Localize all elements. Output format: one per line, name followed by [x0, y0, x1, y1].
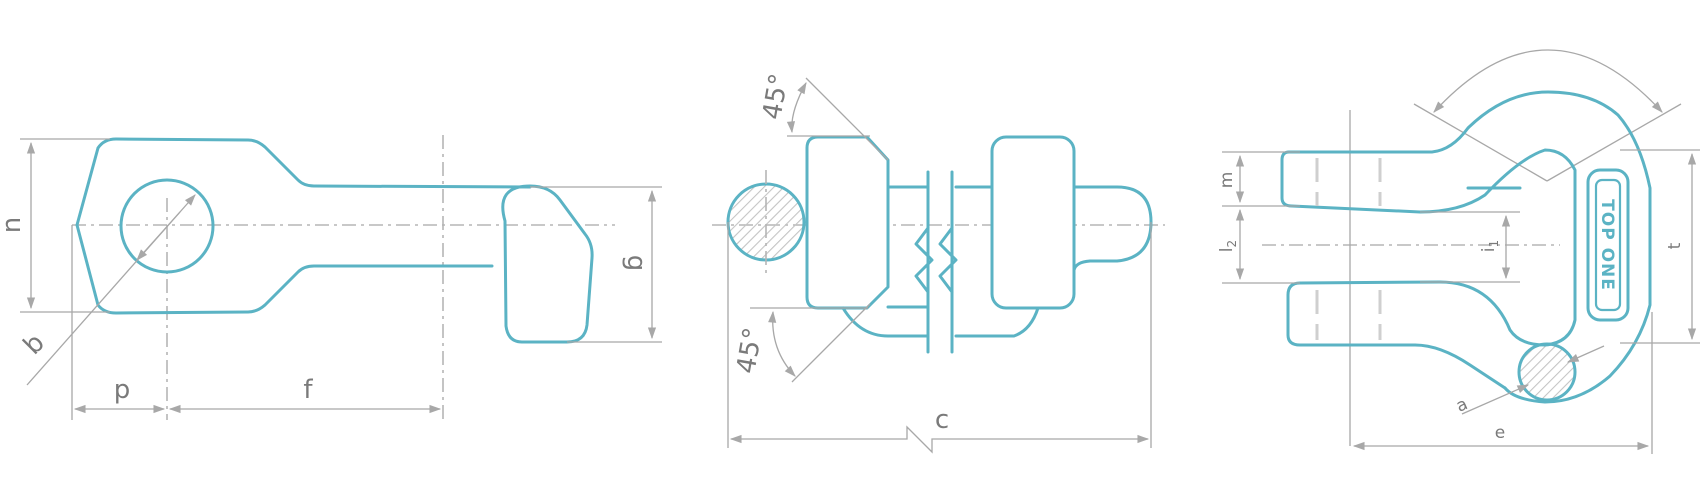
- pin-section: [726, 182, 806, 262]
- hook-end: [501, 184, 594, 344]
- right-end-cap: [1072, 185, 1153, 272]
- label-angle-bottom: 45°: [731, 325, 769, 376]
- label-a: a: [1453, 394, 1471, 417]
- brand-plate: [1586, 168, 1630, 322]
- label-i1: i1: [1479, 240, 1501, 252]
- label-t: t: [1665, 242, 1685, 249]
- label-n: n: [0, 217, 27, 233]
- label-f: f: [303, 375, 313, 405]
- dimension-c-line: [729, 425, 1150, 454]
- break-zigzag-right: [938, 226, 958, 294]
- left-block-lower-lug: [841, 306, 930, 338]
- label-g: g: [621, 255, 651, 272]
- label-m: m: [1217, 172, 1237, 189]
- side-view: n b p f g: [0, 135, 662, 420]
- left-block: [805, 135, 890, 310]
- label-l2: l2: [1217, 240, 1239, 252]
- label-p: p: [114, 375, 131, 405]
- end-view: TOP ONE m l2 i1 t a e: [1217, 49, 1700, 454]
- link-body-outline: [75, 137, 532, 315]
- right-block: [990, 135, 1076, 310]
- hook-outline: [1287, 90, 1652, 404]
- brand-text: TOP ONE: [1597, 199, 1617, 291]
- top-view: 45° 45° c: [712, 71, 1165, 454]
- label-angle-top: 45°: [757, 71, 795, 122]
- label-c: c: [935, 405, 949, 435]
- lower-pin-section: [1517, 342, 1577, 402]
- break-zigzag-left: [914, 226, 934, 294]
- label-e: e: [1495, 423, 1505, 443]
- connecting-bars: [886, 185, 1040, 338]
- eye-hole: [119, 178, 215, 274]
- label-b: b: [18, 328, 51, 361]
